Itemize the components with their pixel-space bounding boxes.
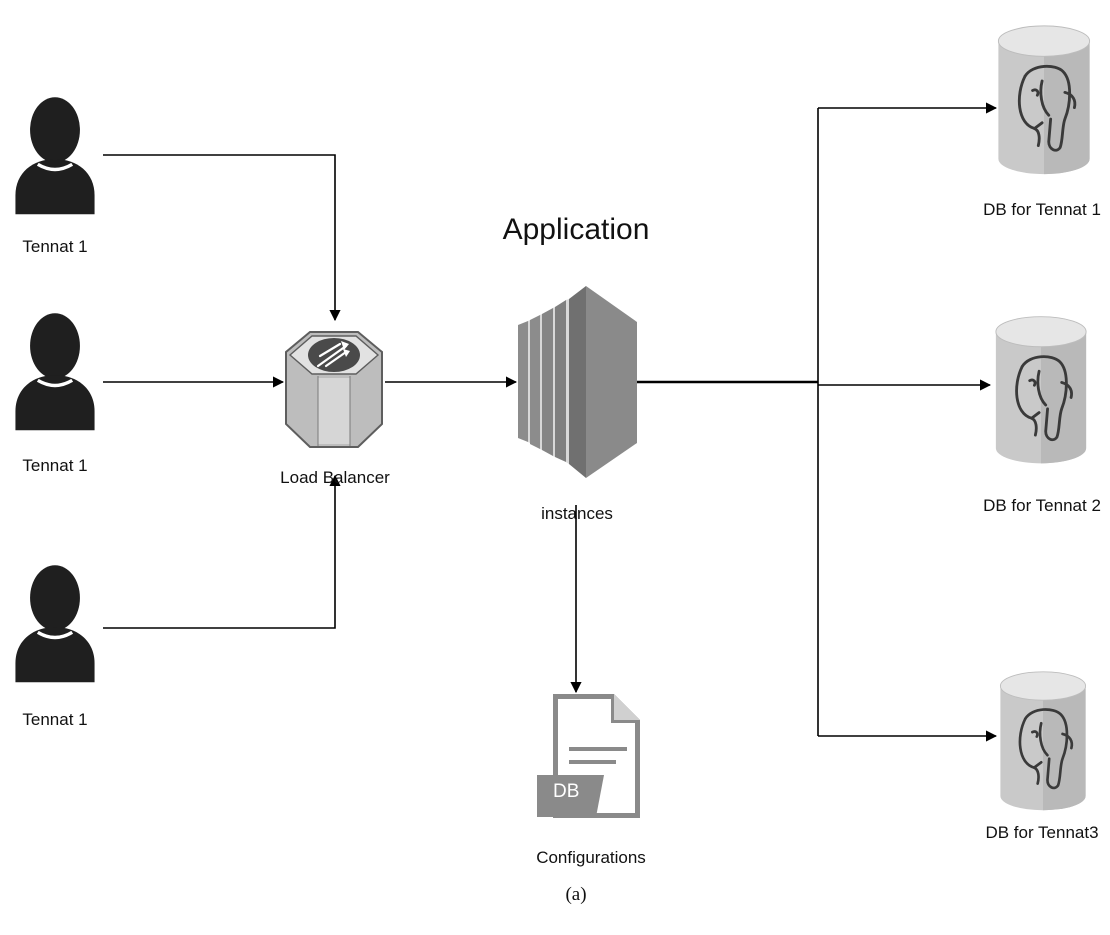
tenant-label: Tennat 1: [22, 456, 88, 475]
tenant-label: Tennat 1: [22, 237, 88, 256]
load-balancer-label: Load Balancer: [280, 468, 390, 487]
postgresql-db-icon-tenant-1: [996, 24, 1092, 176]
config-db-badge: DB: [553, 781, 580, 802]
application-title: Application: [502, 213, 650, 246]
server-stack-icon: [518, 286, 637, 478]
postgresql-db-icon-tenant-3: [998, 670, 1088, 812]
connector-tenant1-to-lb: [103, 154, 341, 322]
tenant-label: Tennat 1: [22, 710, 88, 729]
person-icon-tenant-1: [13, 95, 97, 217]
configurations-label: Configurations: [536, 848, 646, 867]
db-config-file-icon: [537, 694, 640, 818]
load-balancer-icon: [285, 331, 383, 448]
db-label-tenant-2: DB for Tennat 2: [983, 496, 1101, 515]
person-icon-tenant-3: [13, 563, 97, 685]
db-label-tenant-1: DB for Tennat 1: [983, 200, 1101, 219]
postgresql-db-icon-tenant-2: [994, 315, 1088, 465]
person-icon-tenant-2: [13, 311, 97, 433]
connector-tenant3-to-lb: [103, 474, 341, 629]
instances-label: instances: [541, 504, 613, 523]
figure-caption: (a): [565, 884, 587, 905]
db-label-tenant-3: DB for Tennat3: [985, 823, 1099, 842]
